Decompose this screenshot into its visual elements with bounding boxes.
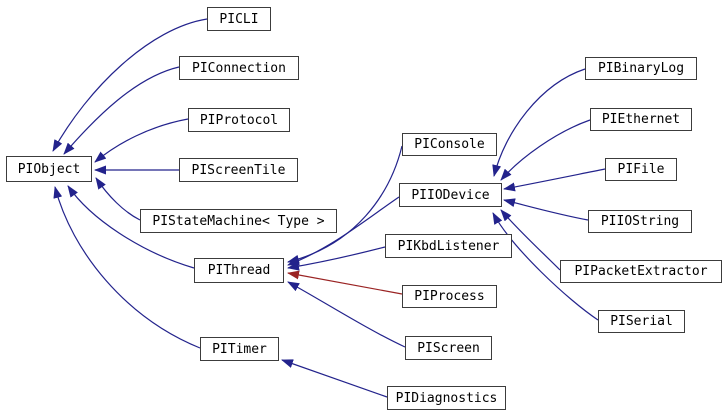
edge-group [52, 18, 606, 398]
class-node-pistatemachine[interactable]: PIStateMachine< Type > [140, 209, 337, 233]
class-node-pidiagnostics[interactable]: PIDiagnostics [387, 386, 506, 410]
edge-pitimer-to-piobject [53, 186, 201, 349]
edge-piiodevice-to-pithread [287, 196, 400, 266]
class-node-piiostring[interactable]: PIIOString [588, 210, 692, 233]
edge-piethernet-to-piiodevice [500, 119, 591, 181]
class-node-piprotocol[interactable]: PIProtocol [188, 108, 290, 132]
class-node-pikbdlistener[interactable]: PIKbdListener [385, 234, 512, 258]
class-node-pibinarylog[interactable]: PIBinaryLog [585, 57, 697, 80]
class-node-piobject[interactable]: PIObject [6, 156, 92, 182]
edge-piprocess-to-pithread [287, 270, 403, 295]
edge-picli-to-piobject [52, 18, 208, 152]
edge-pikbdlistener-to-pithread [287, 246, 386, 271]
edge-pifile-to-piiodevice [503, 168, 606, 192]
edge-piserial-to-piiodevice [492, 212, 599, 321]
edge-piconnection-to-piobject [63, 66, 180, 155]
class-node-piconsole[interactable]: PIConsole [402, 133, 497, 156]
edge-pidiagnostics-to-pitimer [281, 359, 388, 398]
class-node-pipacketextractor[interactable]: PIPacketExtractor [560, 260, 722, 283]
edge-piiostring-to-piiodevice [503, 198, 589, 221]
class-node-piscreentile[interactable]: PIScreenTile [179, 158, 298, 182]
edge-pibinarylog-to-piiodevice [492, 68, 586, 177]
edge-pistatemachine-to-piobject [95, 177, 141, 221]
class-node-piscreen[interactable]: PIScreen [405, 336, 492, 360]
class-node-piethernet[interactable]: PIEthernet [590, 108, 692, 131]
edge-piscreen-to-pithread [287, 281, 406, 348]
class-node-piconnection[interactable]: PIConnection [179, 56, 299, 80]
edge-pipacketextractor-to-piiodevice [500, 209, 561, 271]
edge-pithread-to-piobject [67, 185, 195, 269]
class-node-pifile[interactable]: PIFile [605, 158, 677, 181]
class-node-pithread[interactable]: PIThread [194, 258, 284, 283]
class-node-piprocess[interactable]: PIProcess [402, 285, 497, 308]
class-node-piserial[interactable]: PISerial [598, 310, 685, 333]
class-node-picli[interactable]: PICLI [207, 7, 271, 31]
edge-piprotocol-to-piobject [94, 118, 189, 163]
class-node-pitimer[interactable]: PITimer [200, 337, 279, 361]
class-node-piiodevice[interactable]: PIIODevice [399, 183, 502, 207]
